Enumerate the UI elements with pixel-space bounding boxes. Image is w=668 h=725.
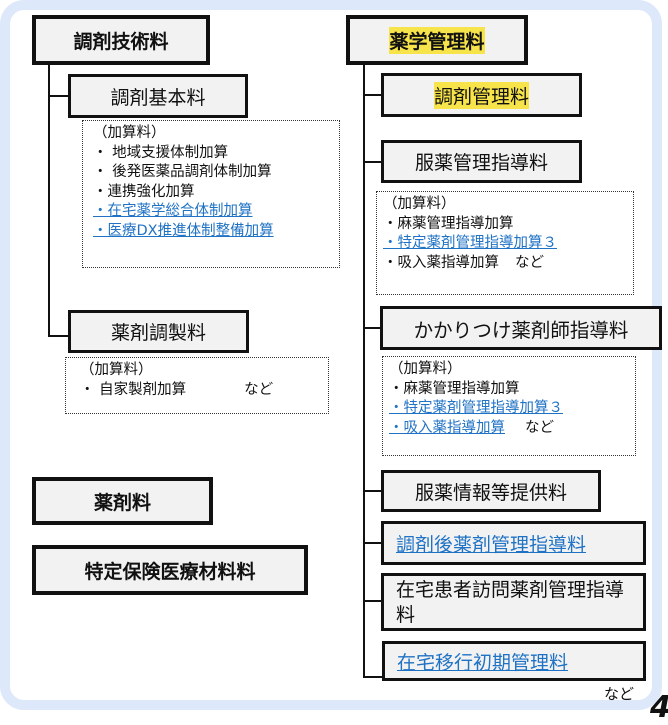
right-branch [363,676,382,678]
pharmaceutical-management-fee-title: 薬学管理料 [389,26,485,54]
post-dispensing-management-fee-label: 調剤後薬剤管理指導料 [396,533,587,556]
home-transition-initial-management-fee-box: 在宅移行初期管理料 [382,641,646,681]
medication-info-provision-fee-box: 服薬情報等提供料 [381,470,601,512]
drug-preparation-fee-box: 薬剤調製料 [68,310,249,353]
addons-header: （加算料） [93,125,166,141]
home-visit-management-fee-label: 在宅患者訪問薬剤管理指導料 [396,579,625,626]
medication-management-guidance-fee-label: 服薬管理指導料 [414,152,548,174]
addon-item-new: ・医療DX推進体制整備加算 [93,222,274,239]
etc-text: など [604,685,635,703]
etc-text: など [515,254,544,271]
basic-fee-addons-box: （加算料） ・ 地域支援体制加算 ・ 後発医薬品調剤体制加算 ・連携強化加算 ・… [82,120,340,268]
addon-item-new: ・在宅薬学総合体制加算 [93,203,253,219]
addon-item: ・ 地域支援体制加算 [93,144,229,161]
dispensing-technical-fee-box: 調剤技術料 [32,15,210,65]
addon-item: ・吸入薬指導加算など [383,254,627,274]
page-number: 4 [650,690,668,725]
medication-guidance-addons-box: （加算料） ・麻薬管理指導加算 ・特定薬剤管理指導加算３ ・吸入薬指導加算など [376,191,634,295]
addon-item-text: ・吸入薬指導加算 [383,254,499,271]
medical-material-fee-label: 特定保険医療材料料 [84,560,256,583]
right-branch [363,542,381,544]
home-visit-management-fee-box: 在宅患者訪問薬剤管理指導料 [381,573,646,631]
dispensing-management-fee-box: 調剤管理料 [381,73,582,117]
family-pharmacist-guidance-fee-label: かかりつけ薬剤師指導料 [413,318,629,342]
addon-item: ・麻薬管理指導加算 [383,215,514,232]
pharmaceutical-management-fee-box: 薬学管理料 [346,15,528,65]
left-branch-basic [48,95,68,97]
addon-item: ・連携強化加算 [93,183,195,200]
right-branch [363,600,381,602]
basic-dispensing-fee-label: 調剤基本料 [110,86,206,109]
addon-item: ・ 自家製剤加算 など [80,381,322,401]
family-pharmacist-guidance-fee-box: かかりつけ薬剤師指導料 [380,306,662,350]
dispensing-technical-fee-title: 調剤技術料 [73,30,169,53]
addons-header: （加算料） [383,196,456,212]
medication-management-guidance-fee-box: 服薬管理指導料 [381,140,582,183]
drug-fee-box: 薬剤料 [32,477,213,525]
addon-item-text: ・ 自家製剤加算 [80,381,187,398]
right-branch [363,94,381,96]
medication-info-provision-fee-label: 服薬情報等提供料 [414,481,567,504]
addon-item: ・ 後発医薬品調剤体制加算 [93,164,272,180]
family-pharmacist-addons-box: （加算料） ・麻薬管理指導加算 ・特定薬剤管理指導加算３ ・吸入薬指導加算 など [382,356,636,456]
basic-dispensing-fee-box: 調剤基本料 [68,74,248,118]
addon-item-new-text: ・吸入薬指導加算 [389,419,505,436]
addon-item-new: ・特定薬剤管理指導加算３ [383,235,557,251]
medical-material-fee-box: 特定保険医療材料料 [32,545,308,595]
right-tree-line [363,65,365,678]
home-transition-initial-management-fee-label: 在宅移行初期管理料 [397,651,569,674]
post-dispensing-management-fee-box: 調剤後薬剤管理指導料 [381,521,646,565]
addons-header: （加算料） [389,361,462,377]
right-branch [363,327,381,329]
addon-item-new: ・特定薬剤管理指導加算３ [389,400,563,416]
dispensing-management-fee-label: 調剤管理料 [433,81,529,109]
right-branch [363,161,381,163]
prep-fee-addons-box: （加算料） ・ 自家製剤加算 など [65,357,329,414]
left-branch-prep [48,335,68,337]
addon-item: ・吸入薬指導加算 など [389,419,629,439]
addon-item: ・麻薬管理指導加算 [389,380,520,397]
left-tree-line [48,65,50,337]
etc-text: など [244,381,274,398]
addons-header: （加算料） [80,362,153,378]
drug-fee-label: 薬剤料 [93,491,151,514]
etc-text: など [525,419,554,436]
right-branch [363,490,381,492]
drug-preparation-fee-label: 薬剤調製料 [110,322,206,344]
